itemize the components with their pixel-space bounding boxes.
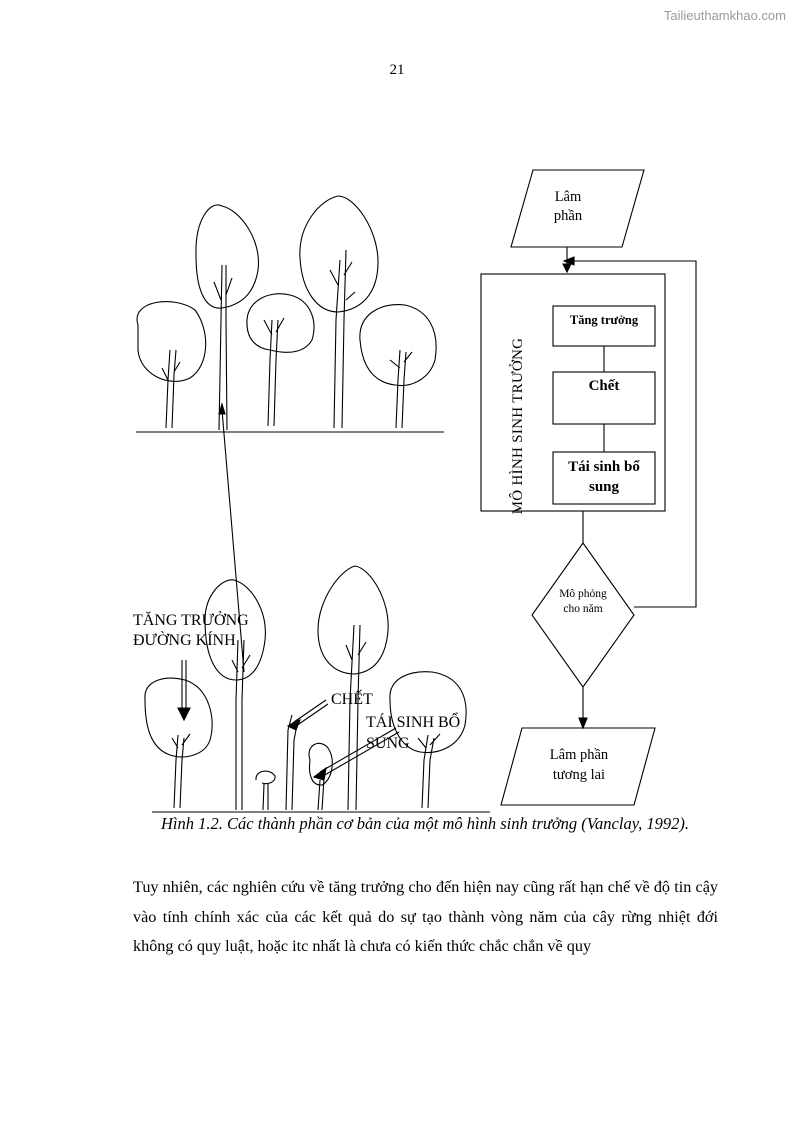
growth-model-figure [136, 169, 697, 813]
input-stand-text: Lâm phần hiện tại [546, 189, 589, 228]
growth-text: Tăng trưởng [569, 313, 639, 327]
tree-trunk [171, 733, 191, 809]
input-stand-shape [510, 169, 645, 248]
model-box [480, 273, 666, 512]
tree-crown [389, 671, 467, 754]
tree-trunk [345, 624, 367, 811]
simulate-text: Mô phỏng cho năm [559, 588, 607, 615]
tree-trunk [161, 349, 181, 429]
regeneration-box [552, 451, 656, 505]
tree-crown [204, 579, 266, 681]
future-stand-text: Lâm phần tương lai [549, 747, 609, 783]
regeneration-text: Tái sinh bổ sung [568, 459, 640, 495]
tree-trunk [231, 639, 251, 810]
diameter-arrow [177, 660, 191, 722]
figure-caption: Hình 1.2. Các thành phần cơ bản của một … [161, 814, 689, 833]
mortality-text: Chết [588, 378, 620, 394]
tree-crown [299, 195, 379, 313]
page-number: 21 [389, 62, 405, 78]
flowchart [480, 169, 697, 806]
tree-crown [136, 301, 207, 382]
model-title: MÔ HÌNH SINH TRƯỞNG [510, 337, 526, 515]
regen-crown [308, 742, 333, 786]
regeneration-arrow [312, 727, 400, 781]
regen-trunk [317, 777, 325, 811]
label-regeneration: TÁI SINH BỔ SUNG [366, 714, 461, 752]
dead-trunk [285, 714, 301, 811]
tree-trunk [329, 249, 356, 429]
growth-link-arrowhead [218, 402, 226, 415]
loop-back-line [568, 260, 697, 608]
tree-trunk [213, 264, 233, 431]
tree-trunk [389, 349, 413, 429]
tree-trunk [263, 317, 285, 427]
tree-crown [195, 204, 259, 309]
tree-crown [317, 565, 389, 675]
tree-crown [144, 677, 213, 758]
current-stand-trees [136, 195, 444, 433]
growth-link-arrow [221, 409, 245, 673]
watermark: Tailieuthamkhao.com [663, 8, 786, 23]
tree-trunk [417, 733, 441, 809]
label-dead: CHẾT [331, 691, 373, 708]
dead-arrow [286, 699, 329, 731]
seedling [255, 770, 276, 811]
label-diameter-growth: TĂNG TRƯỞNG ĐƯỜNG KÍNH [133, 612, 249, 649]
tree-crown [246, 293, 315, 353]
future-stand-shape [500, 727, 656, 806]
tree-crown [359, 304, 437, 387]
body-paragraph: Tuy nhiên, các nghiên cứu về tăng trưởng… [133, 878, 718, 955]
